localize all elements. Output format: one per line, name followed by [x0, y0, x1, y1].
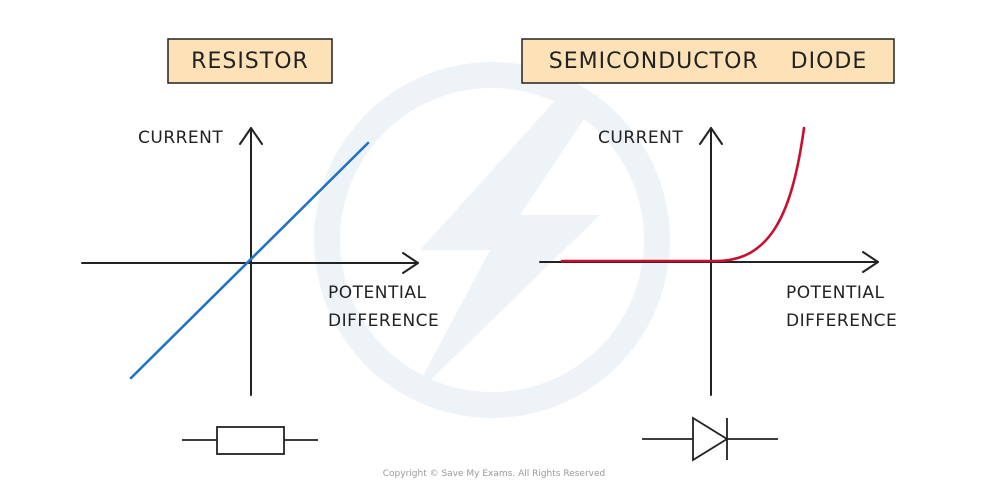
diode-title: SEMICONDUCTOR DIODE [549, 49, 867, 74]
diode-title-box [521, 38, 895, 84]
diode-symbol-icon [642, 416, 778, 462]
resistor-x-label-line1: POTENTIAL [328, 283, 427, 303]
resistor-symbol-icon [182, 426, 318, 455]
resistor-panel: RESISTOR CURRENT POTENTIAL DIFFERENCE [81, 38, 439, 455]
resistor-x-axis-arrowhead [402, 252, 419, 274]
resistor-iv-line [129, 141, 370, 380]
diode-x-label-line1: POTENTIAL [786, 283, 885, 303]
lightning-bolt-logo-icon [314, 62, 670, 418]
copyright-text: Copyright © Save My Exams. All Rights Re… [383, 469, 605, 479]
diode-iv-curve [560, 126, 806, 263]
resistor-y-label: CURRENT [138, 128, 223, 148]
resistor-title-box [167, 38, 333, 84]
diode-x-label-line2: DIFFERENCE [786, 311, 897, 331]
diode-panel: SEMICONDUCTOR DIODE CURRENT POTENTIAL DI… [521, 38, 897, 462]
resistor-x-label-line2: DIFFERENCE [328, 311, 439, 331]
diode-y-axis-arrowhead [699, 127, 723, 145]
resistor-y-axis-arrowhead [239, 127, 263, 145]
diode-y-label: CURRENT [598, 128, 683, 148]
diode-x-axis-arrowhead [862, 251, 879, 273]
resistor-title: RESISTOR [191, 49, 309, 74]
